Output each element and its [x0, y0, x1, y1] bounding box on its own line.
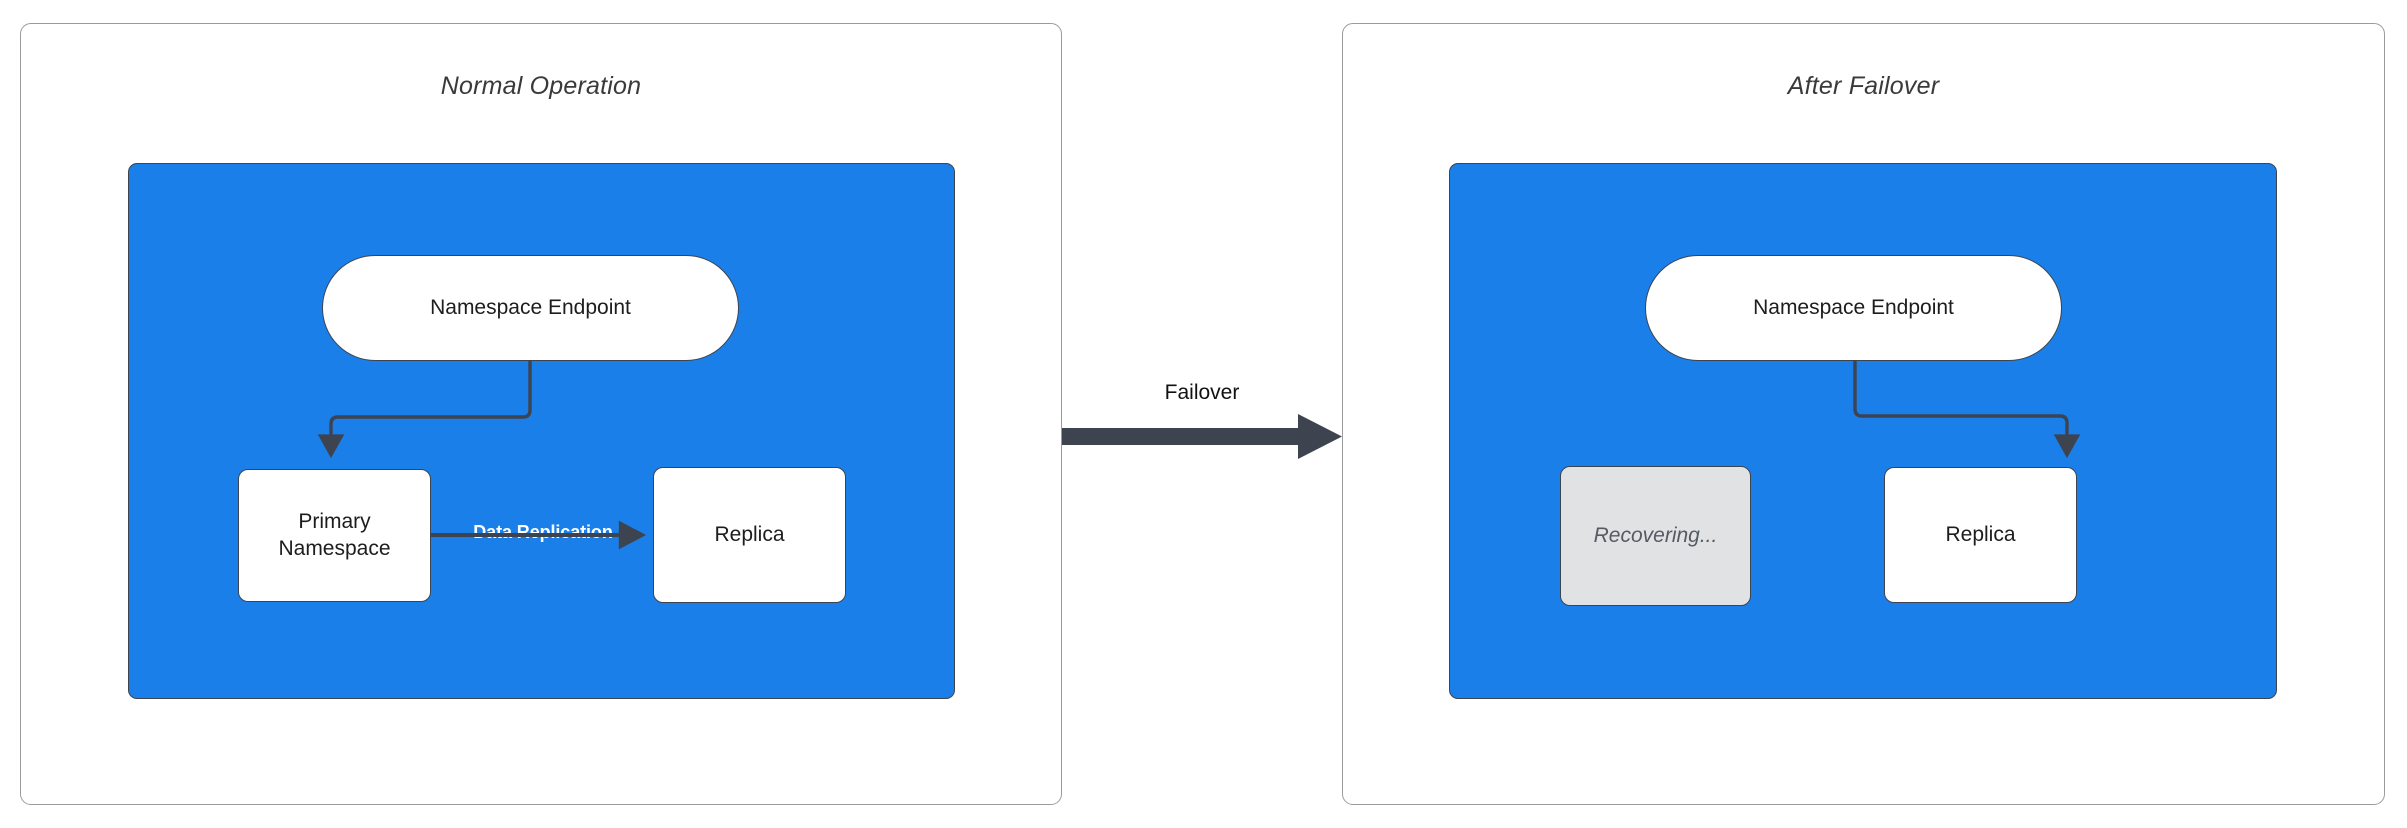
edge-label-data-replication: Data Replication: [473, 522, 613, 542]
panel-title-after-failover: After Failover: [1787, 72, 1940, 100]
panel-title-normal-operation: Normal Operation: [440, 72, 642, 100]
zone-failover-region: [1449, 163, 2277, 699]
node-primary-namespace[interactable]: Primary Namespace: [238, 469, 431, 602]
node-replica-normal[interactable]: Replica: [653, 467, 846, 603]
transition-arrow-failover: [1062, 414, 1342, 459]
node-recovering[interactable]: Recovering...: [1560, 466, 1751, 606]
node-namespace-endpoint-failover[interactable]: Namespace Endpoint: [1645, 255, 2062, 361]
node-primary-namespace-line1: Primary: [298, 509, 371, 533]
zone-primary-region: [128, 163, 955, 699]
transition-label-failover: Failover: [1164, 381, 1240, 404]
node-primary-namespace-line2: Namespace: [278, 536, 391, 560]
node-namespace-endpoint-normal[interactable]: Namespace Endpoint: [322, 255, 739, 361]
node-replica-failover[interactable]: Replica: [1884, 467, 2077, 603]
